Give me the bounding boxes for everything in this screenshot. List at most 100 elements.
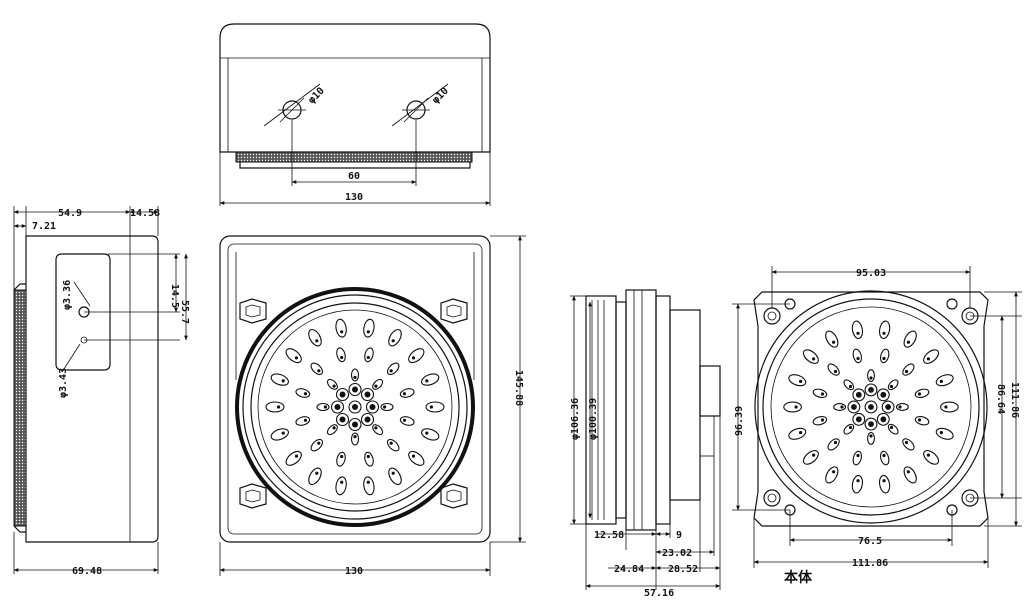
front-hole — [335, 318, 347, 338]
front-center-dot — [352, 421, 358, 428]
front-bolt-br — [440, 483, 468, 509]
body-hole-dot — [882, 479, 886, 483]
body-hole — [940, 401, 959, 413]
dim-body-right-outer: 111.86 — [1009, 382, 1020, 418]
front-hole-dot — [402, 418, 407, 422]
front-center-dot — [352, 404, 358, 410]
front-hole — [316, 402, 330, 412]
front-center-hole — [348, 417, 362, 432]
front-center-dot — [334, 404, 341, 410]
body-hole — [879, 348, 890, 364]
front-hole — [386, 438, 400, 452]
body-center-hole — [847, 400, 861, 414]
front-hole — [295, 416, 311, 426]
front-hole — [408, 348, 425, 364]
front-speaker-pattern — [265, 318, 445, 496]
body-hole-dot — [812, 453, 816, 457]
body-hole — [935, 374, 954, 387]
front-center-hole — [330, 400, 345, 414]
body-hole-dot — [833, 369, 838, 374]
body-hole-dot — [939, 379, 944, 383]
body-hole-dot — [820, 418, 825, 422]
dim-side-hole-a: φ3.36 — [62, 280, 73, 310]
front-hole-dot — [340, 480, 344, 484]
front-hole — [425, 401, 445, 413]
front-hole-dot — [317, 369, 321, 373]
front-hole — [326, 424, 338, 436]
body-view: 95.03 96.39 86.64 111.86 76.5 111.86 本体 — [732, 266, 1022, 586]
front-center-dot — [369, 404, 376, 410]
dim-side-depth: 54.9 — [58, 208, 82, 219]
front-hole-dot — [429, 405, 433, 409]
front-hole — [364, 347, 374, 363]
front-bolt-tl — [239, 298, 267, 324]
body-flange — [753, 291, 989, 527]
body-hole-dot — [882, 356, 886, 361]
body-hole-dot — [869, 434, 873, 438]
front-hole-dot — [374, 426, 378, 430]
top-view: φ10 φ10 60 130 — [219, 23, 491, 206]
front-hole — [421, 373, 440, 386]
body-center-dot — [855, 416, 862, 423]
body-hole — [923, 349, 940, 364]
front-hole-dot — [389, 369, 393, 373]
dim-body-top: 95.03 — [856, 268, 886, 279]
front-hole — [380, 402, 394, 412]
body-hole — [903, 330, 917, 348]
body-hole-dot — [898, 405, 902, 409]
dim-57-16: 57.16 — [644, 588, 674, 599]
body-hole-dot — [926, 357, 931, 361]
front-hole — [399, 416, 415, 426]
front-hole — [363, 318, 375, 338]
front-hole-dot — [315, 339, 319, 343]
front-hole — [308, 328, 322, 347]
body-center-dot — [868, 387, 874, 393]
front-hole — [421, 428, 440, 441]
body-hole-dot — [904, 369, 909, 374]
front-center-hole — [360, 387, 375, 402]
front-hole-dot — [425, 379, 429, 383]
front-hole — [336, 347, 346, 363]
dim-front-width: 130 — [345, 566, 363, 577]
body-hole-dot — [848, 384, 853, 389]
body-hole-dot — [926, 453, 931, 457]
front-ring-outer — [235, 287, 475, 527]
body-hole — [852, 348, 863, 364]
front-hole-dot — [281, 431, 285, 435]
front-hole — [265, 401, 285, 413]
body-hole-dot — [906, 470, 911, 474]
front-hole-dot — [281, 379, 285, 383]
front-hole-dot — [332, 426, 336, 430]
body-hole-dot — [882, 453, 886, 458]
front-hole — [388, 328, 402, 347]
body-hole — [879, 450, 890, 466]
body-hole-dot — [869, 376, 873, 380]
front-hole — [364, 451, 374, 467]
dim-top-width: 130 — [345, 192, 363, 203]
front-hole-dot — [303, 418, 308, 422]
body-hole — [788, 374, 807, 387]
dim-body-bottom-inner: 76.5 — [858, 536, 882, 547]
body-hole-dot — [832, 340, 836, 344]
body-hole — [812, 415, 828, 426]
front-center-dot — [364, 416, 371, 423]
grille-strip — [235, 151, 473, 163]
front-hole-dot — [294, 356, 299, 360]
body-hole — [802, 349, 819, 364]
front-hole-dot — [340, 330, 344, 334]
body-hole-dot — [812, 357, 816, 361]
front-hole — [335, 476, 347, 496]
dim-hole-spacing: 60 — [348, 171, 360, 182]
front-hole — [310, 438, 324, 452]
front-hole-dot — [353, 435, 357, 439]
body-center-hole — [881, 400, 895, 414]
dim-side-small-height: 14.5 — [169, 284, 180, 308]
body-hole — [852, 450, 863, 466]
dim-body-left: 96.39 — [734, 406, 745, 436]
body-hole-dot — [917, 418, 922, 422]
front-hole — [310, 362, 324, 376]
dim-hole-left: φ10 — [306, 86, 327, 107]
front-hole — [350, 368, 360, 382]
body-hole-dot — [856, 331, 860, 335]
front-bolt-bl — [239, 483, 267, 509]
